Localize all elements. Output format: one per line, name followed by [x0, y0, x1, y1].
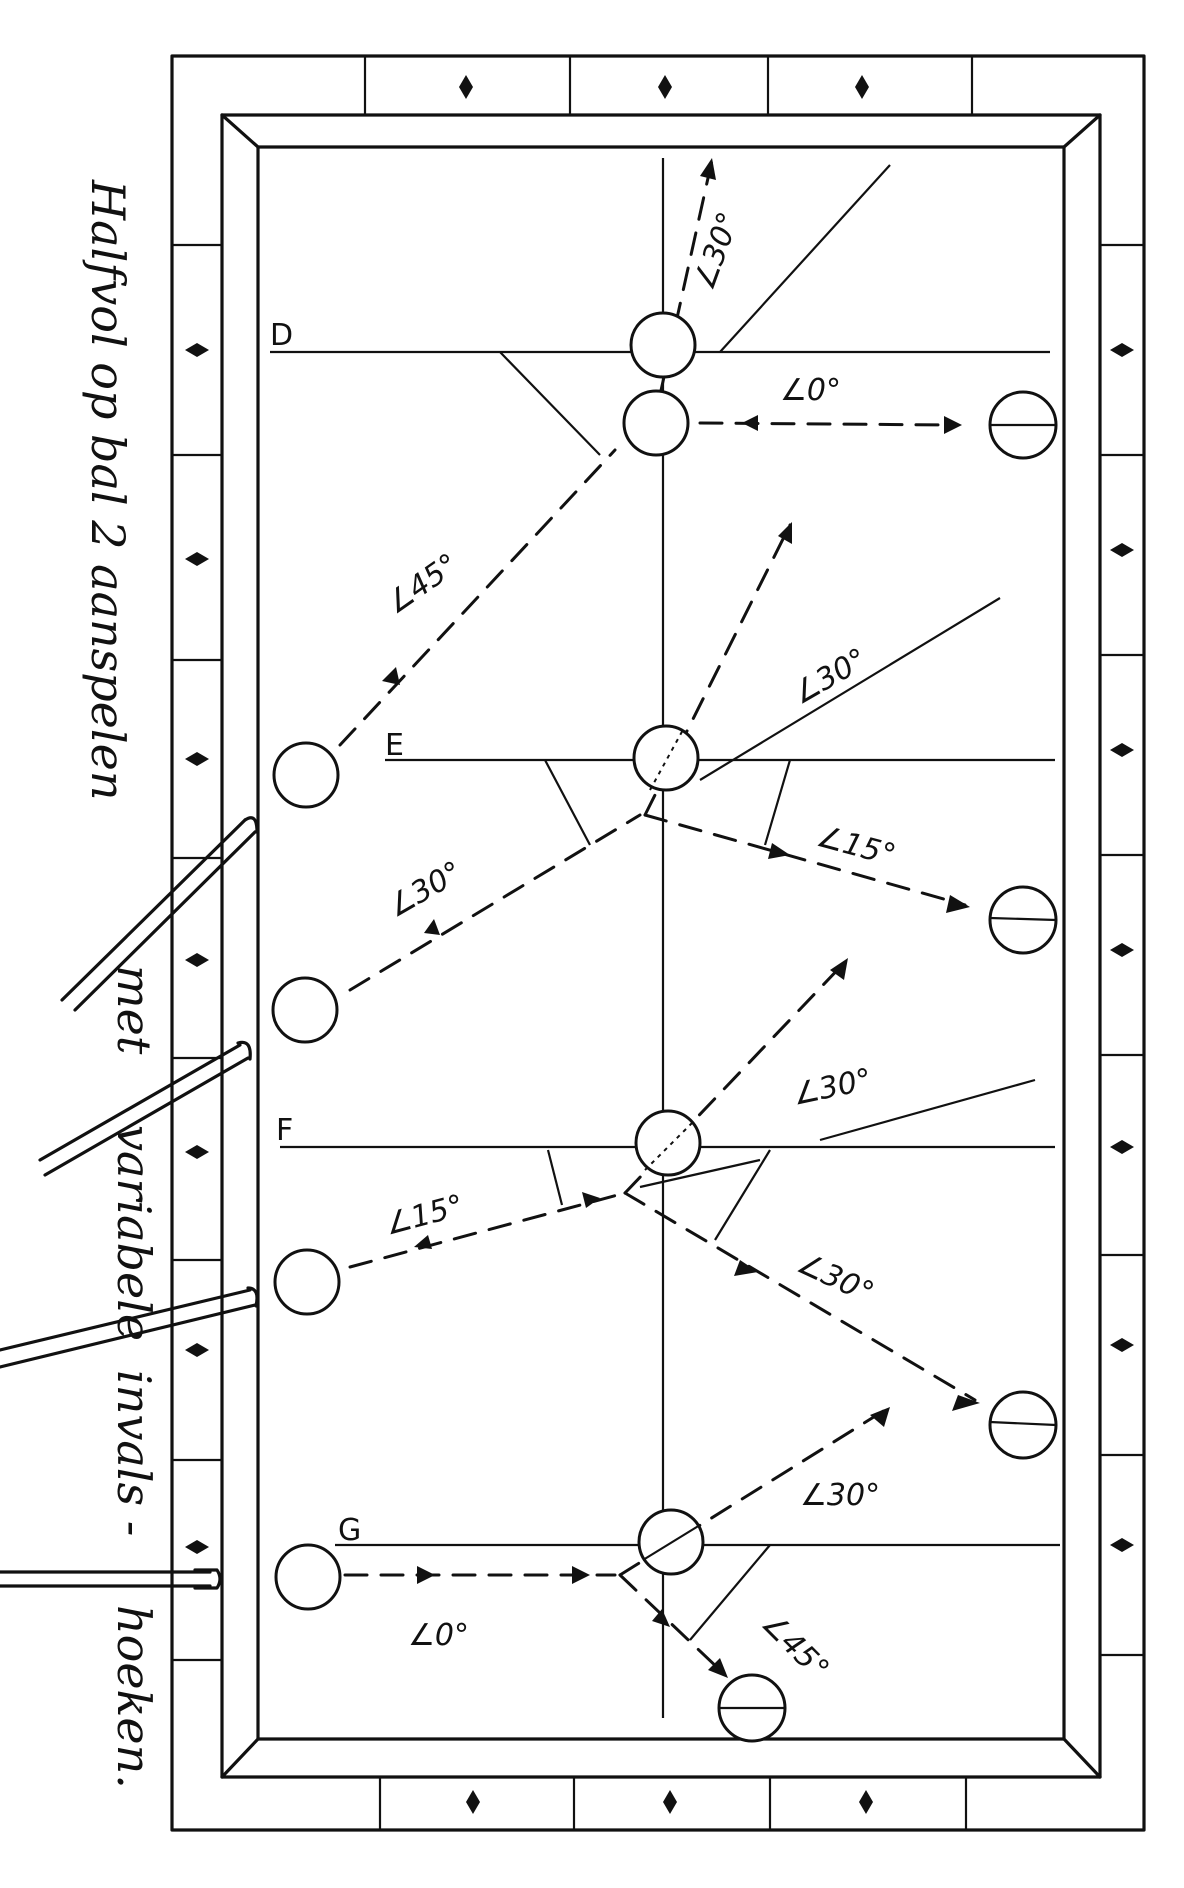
cue-stick-g-upper: [0, 1286, 259, 1369]
label-e: E: [385, 728, 404, 763]
diamond-marker: [185, 752, 209, 766]
diamond-marker: [459, 75, 473, 99]
right-rail-boxes: [1100, 243, 1144, 1657]
side-caption: Halfvol op bal 2 aanspelen met variabele…: [81, 179, 161, 1789]
angle-d-out-cue: ∠0°: [780, 373, 841, 408]
cue-ball-start-f: [273, 1248, 341, 1316]
angle-e-in: ∠30°: [382, 855, 469, 925]
diamond-marker: [1110, 743, 1134, 757]
cue-ball-start-d: [272, 741, 340, 809]
caption-part-4: invals -: [107, 1370, 161, 1536]
cushion-outer: [220, 113, 1102, 1779]
angle-d-in: ∠45°: [380, 547, 466, 622]
label-g: G: [338, 1513, 361, 1548]
caption-part-1: Halfvol op bal 2 aanspelen: [81, 179, 135, 800]
table-frame: [170, 54, 1146, 1832]
diamond-marker: [658, 75, 672, 99]
corner-line-br: [1062, 1737, 1102, 1779]
caption-part-3: variabele: [107, 1125, 161, 1341]
outer-frame: [170, 54, 1146, 1832]
object-ball-e: [632, 724, 700, 792]
diamond-marker: [1110, 1140, 1134, 1154]
playing-surface: [256, 145, 1066, 1741]
diamond-marker: [855, 75, 869, 99]
cue-ball-start-g: [274, 1543, 342, 1611]
corner-line-tl: [220, 113, 260, 149]
angle-f-in: ∠15°: [381, 1188, 467, 1243]
angle-g-out-cue: ∠45°: [754, 1606, 835, 1687]
section-d: ∠45° ∠0° ∠30°: [272, 158, 1058, 809]
diamond-marker: [185, 1343, 209, 1357]
label-d: D: [270, 318, 293, 353]
corner-line-tr: [1062, 113, 1102, 149]
path-e-in: [348, 813, 642, 992]
diamond-marker: [185, 1145, 209, 1159]
diamond-marker: [1110, 943, 1134, 957]
rail-diamonds: [185, 75, 1134, 1814]
caption-part-2: met: [107, 965, 161, 1055]
top-rail-boxes: [363, 56, 974, 115]
label-f: F: [276, 1113, 293, 1148]
left-rail-boxes: [172, 243, 222, 1662]
diamond-marker: [185, 953, 209, 967]
diamond-marker: [185, 343, 209, 357]
angle-d-out-obj: ∠30°: [687, 208, 747, 295]
section-f: ∠15° ∠30° ∠30°: [273, 958, 1058, 1460]
bottom-rail-boxes: [378, 1777, 968, 1830]
angle-f-out-cue: ∠30°: [792, 1246, 879, 1312]
object-ball-d: [629, 311, 697, 379]
angle-g-out-obj: ∠30°: [800, 1478, 880, 1513]
diamond-marker: [185, 552, 209, 566]
cue-stick-f: [38, 1040, 252, 1177]
diamond-marker: [466, 1790, 480, 1814]
diamond-marker: [185, 1540, 209, 1554]
caption-part-5: hoeken.: [107, 1605, 161, 1789]
cue-stick-e: [60, 816, 259, 1012]
section-g: ∠0° ∠45° ∠30°: [274, 1407, 890, 1743]
diamond-marker: [1110, 343, 1134, 357]
path-d-in: [338, 448, 617, 747]
cue-stick-g: [0, 1568, 222, 1590]
corner-line-bl: [220, 1737, 260, 1779]
cue-sticks: [0, 816, 259, 1590]
object-ball-f: [634, 1109, 702, 1177]
diamond-marker: [1110, 543, 1134, 557]
cue-ball-start-e: [271, 976, 339, 1044]
path-f-in: [348, 1191, 627, 1269]
diamond-marker: [1110, 1338, 1134, 1352]
angle-g-in: ∠0°: [408, 1618, 469, 1653]
diamond-marker: [1110, 1538, 1134, 1552]
angle-f-out-obj: ∠30°: [789, 1062, 875, 1113]
cue-ball-contact-d: [622, 389, 690, 457]
diamond-marker: [859, 1790, 873, 1814]
diamond-marker: [663, 1790, 677, 1814]
